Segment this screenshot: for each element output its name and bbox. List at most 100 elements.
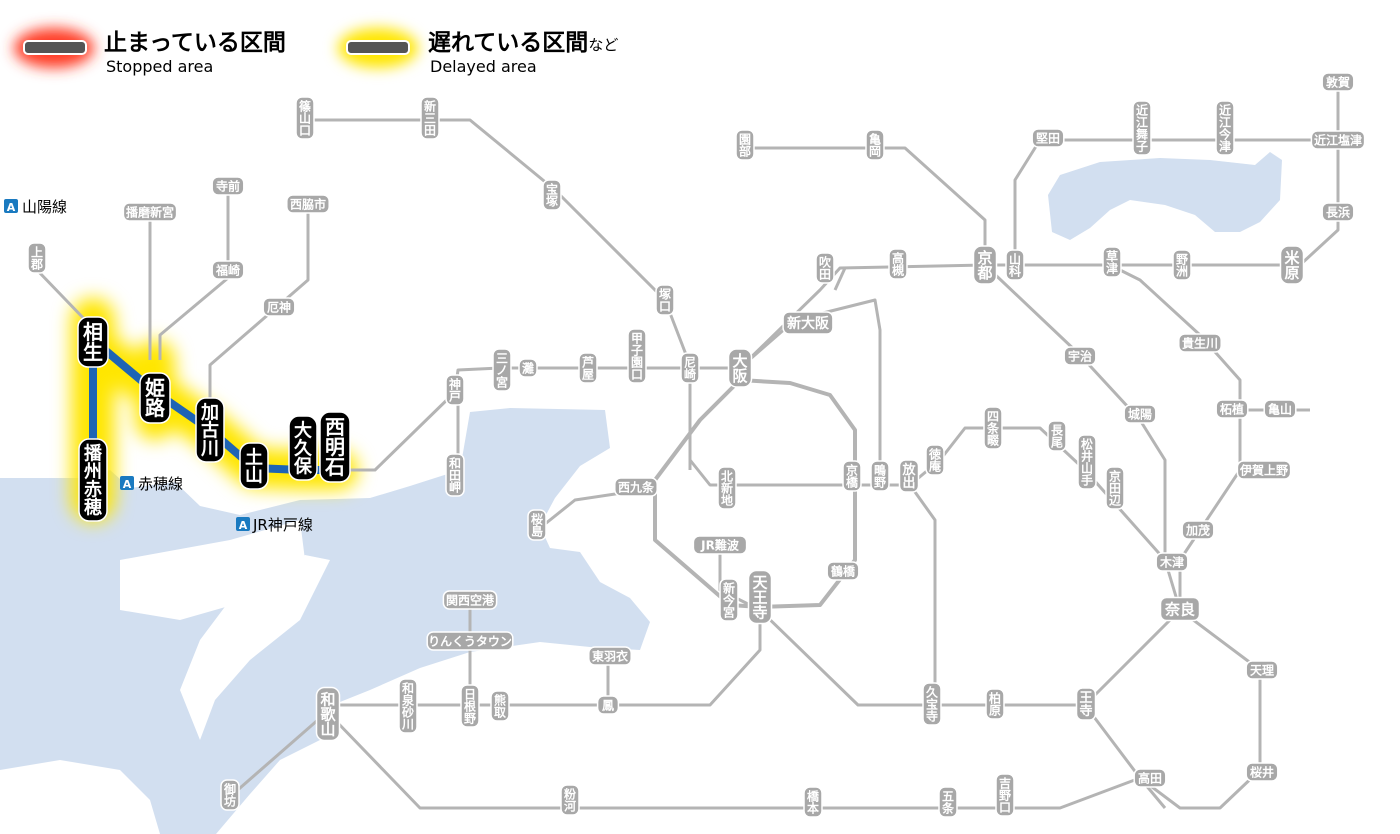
station-yasu[interactable]: 野洲 — [1172, 249, 1192, 281]
station-takada[interactable]: 高田 — [1133, 768, 1167, 788]
svg-text:天: 天 — [752, 573, 768, 591]
station-hanaten_noe[interactable]: 放出 — [898, 459, 920, 493]
station-nada[interactable]: 灘 — [518, 358, 538, 378]
svg-text:徳: 徳 — [928, 446, 941, 461]
svg-text:塚: 塚 — [659, 287, 671, 301]
station-kizu[interactable]: 木津 — [1155, 552, 1189, 572]
station-wakayama[interactable]: 和歌山 — [315, 686, 341, 742]
station-sonobe[interactable]: 園部 — [735, 129, 755, 161]
station-otori[interactable]: 鳳 — [596, 695, 620, 715]
station-kameyama[interactable]: 亀山 — [1263, 399, 1297, 419]
svg-text:戸: 戸 — [449, 389, 461, 403]
station-harimashingu[interactable]: 播磨新宮 — [122, 202, 178, 222]
station-gobo[interactable]: 御坊 — [220, 779, 240, 811]
station-fukusaki[interactable]: 福崎 — [211, 260, 245, 280]
station-tsuruhashi[interactable]: 鶴橋 — [826, 561, 860, 581]
station-kitashinchi[interactable]: 北新地 — [717, 466, 737, 510]
station-tokuan[interactable]: 徳庵 — [925, 444, 945, 476]
station-shijonawate[interactable]: 四条畷 — [983, 406, 1003, 450]
station-kamo[interactable]: 加茂 — [1181, 520, 1215, 540]
station-konagawa[interactable]: 粉河 — [560, 784, 580, 816]
station-wadamisaki[interactable]: 和田岬 — [445, 453, 465, 497]
station-nagao[interactable]: 長尾 — [1047, 420, 1067, 452]
station-kakogawa[interactable]: 加古川 — [195, 397, 225, 463]
svg-text:江: 江 — [1136, 114, 1148, 129]
station-shinosaka[interactable]: 新大阪 — [782, 311, 834, 335]
station-shinsanda[interactable]: 新三田 — [420, 96, 440, 140]
station-kamigori[interactable]: 上郡 — [27, 242, 47, 274]
station-himeji[interactable]: 姫路 — [139, 372, 171, 424]
station-kobe[interactable]: 神戸 — [445, 374, 465, 406]
station-sasayamaguchi[interactable]: 篠山口 — [295, 96, 315, 140]
station-kyuhoji[interactable]: 久宝寺 — [922, 682, 942, 726]
station-teramae[interactable]: 寺前 — [211, 176, 245, 196]
station-kusatsu[interactable]: 草津 — [1102, 246, 1122, 278]
station-aioi[interactable]: 相生 — [77, 316, 109, 368]
station-tennoji[interactable]: 天王寺 — [747, 569, 773, 625]
station-nishikujo[interactable]: 西九条 — [614, 477, 658, 497]
station-oji[interactable]: 王寺 — [1075, 687, 1097, 721]
station-higashi_hagoromo[interactable]: 東羽衣 — [588, 646, 632, 666]
station-amagasaki[interactable]: 尼崎 — [680, 352, 700, 384]
station-tsuge[interactable]: 柘植 — [1215, 399, 1249, 419]
svg-text:園: 園 — [631, 355, 643, 369]
station-shigino[interactable]: 鴫野 — [870, 460, 890, 492]
station-katata[interactable]: 堅田 — [1031, 128, 1065, 148]
station-nara[interactable]: 奈良 — [1159, 596, 1201, 622]
station-nishiwakishi[interactable]: 西脇市 — [286, 194, 330, 214]
station-gojo[interactable]: 五条 — [938, 786, 958, 818]
station-kashiwara[interactable]: 柏原 — [985, 688, 1005, 720]
station-maibara[interactable]: 米原 — [1279, 245, 1305, 285]
station-jrnamba[interactable]: JR難波 — [692, 535, 748, 555]
svg-text:灘: 灘 — [522, 360, 534, 375]
svg-text:松: 松 — [1081, 436, 1093, 451]
station-okubo[interactable]: 大久保 — [288, 415, 318, 481]
station-shinimamiya[interactable]: 新今宮 — [719, 578, 739, 622]
station-hashimoto[interactable]: 橋本 — [803, 786, 823, 818]
station-kumatori[interactable]: 熊取 — [490, 690, 510, 722]
station-kyobashi[interactable]: 京橋 — [842, 460, 862, 492]
station-sakurajima[interactable]: 桜島 — [527, 509, 547, 541]
svg-text:和: 和 — [401, 680, 414, 695]
station-yakujin[interactable]: 厄神 — [262, 297, 296, 317]
station-takatsuki[interactable]: 高槻 — [888, 248, 908, 280]
line-tag-sanyo[interactable]: A 山陽線 — [4, 198, 67, 216]
line-tag-ako[interactable]: A 赤穂線 — [120, 475, 183, 493]
svg-text:熊: 熊 — [494, 692, 506, 707]
station-yoshinoguchi[interactable]: 吉野口 — [995, 773, 1015, 817]
station-igaueno[interactable]: 伊賀上野 — [1236, 460, 1292, 480]
station-kansai_airport[interactable]: 関西空港 — [442, 590, 498, 610]
station-uji[interactable]: 宇治 — [1063, 346, 1097, 366]
svg-text:宝: 宝 — [926, 696, 938, 711]
station-nishiakashi[interactable]: 西明石 — [319, 411, 351, 483]
station-omishiotsu[interactable]: 近江塩津 — [1310, 130, 1366, 150]
station-yamashina[interactable]: 山科 — [1005, 249, 1025, 281]
station-tenri[interactable]: 天理 — [1245, 660, 1279, 680]
station-rinku_town[interactable]: りんくうタウン — [426, 631, 514, 651]
station-sakurai[interactable]: 桜井 — [1245, 762, 1279, 782]
station-tsuruga[interactable]: 敦賀 — [1321, 72, 1355, 92]
station-kameoka[interactable]: 亀岡 — [865, 129, 885, 161]
station-hineno[interactable]: 日根野 — [460, 684, 480, 728]
station-nagahama[interactable]: 長浜 — [1321, 202, 1355, 222]
station-suita[interactable]: 吹田 — [815, 252, 835, 284]
station-kibukawa[interactable]: 貴生川 — [1178, 333, 1222, 353]
station-kyoto[interactable]: 京都 — [972, 245, 998, 285]
station-kyotanabe[interactable]: 京田辺 — [1105, 466, 1125, 510]
station-joyo[interactable]: 城陽 — [1123, 404, 1157, 424]
station-dozan[interactable]: 土山 — [239, 442, 269, 490]
station-sannomiya[interactable]: 三ノ宮 — [492, 348, 512, 392]
station-ashiya[interactable]: 芦屋 — [578, 352, 598, 384]
line-tag-kobe[interactable]: A JR神戸線 — [236, 516, 313, 534]
station-takarazuka[interactable]: 宝塚 — [542, 179, 562, 211]
station-osaka[interactable]: 大阪 — [727, 348, 753, 388]
svg-text:A: A — [7, 201, 16, 214]
svg-text:王: 王 — [1079, 691, 1092, 706]
station-tsukaguchi[interactable]: 塚口 — [655, 284, 675, 316]
